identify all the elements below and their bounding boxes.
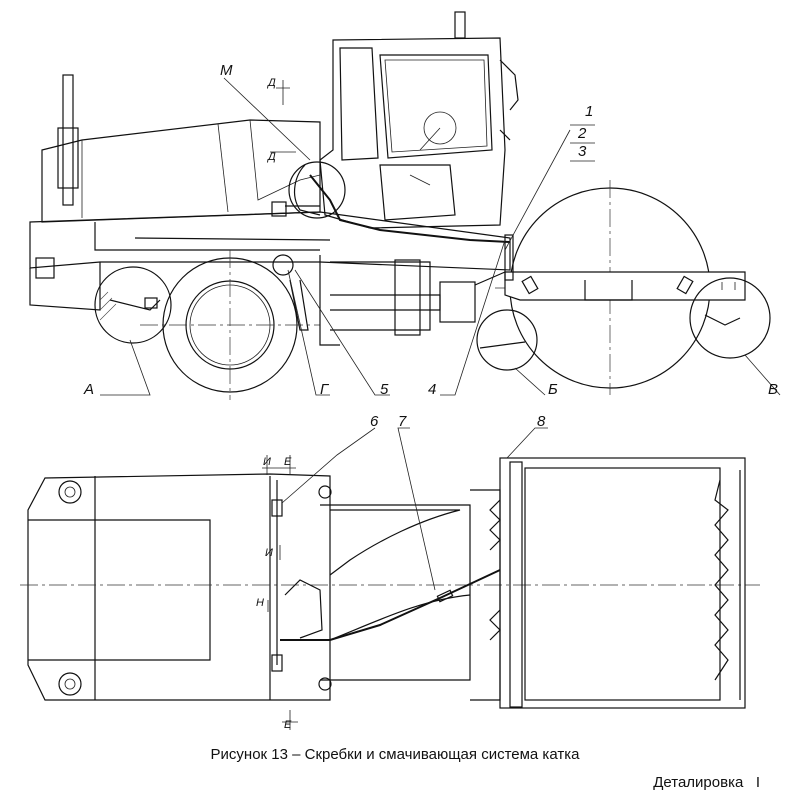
drum-frame-plan — [499, 457, 746, 709]
label-i-top: И — [263, 456, 271, 468]
label-b: Б — [548, 381, 558, 398]
label-a: А — [83, 381, 94, 398]
steering-wheel — [423, 111, 457, 145]
detail-circle-b — [476, 309, 538, 371]
label-g: Г — [320, 381, 330, 398]
scraper-teeth — [714, 479, 729, 681]
label-7: 7 — [398, 413, 407, 430]
label-d-top: Д — [266, 77, 276, 89]
plan-view-labels: И Е 6 7 8 И Н Е — [256, 413, 546, 731]
exhaust-pipe — [62, 74, 74, 206]
sprinkler-pipe-1 — [504, 234, 514, 281]
side-elevation-view — [29, 11, 781, 400]
detail-circle-m — [288, 161, 346, 219]
side-view-labels: М Д Д 1 2 3 А Г 5 4 Б В — [83, 62, 778, 398]
mount-bolt-bl — [58, 672, 82, 696]
label-8: 8 — [537, 413, 546, 430]
label-1: 1 — [585, 103, 593, 120]
engine-hood — [41, 119, 321, 223]
section-footer: Деталировка I — [653, 774, 760, 791]
cabin-door-window — [339, 47, 379, 161]
tank-valve — [272, 254, 294, 276]
drum-frame — [504, 271, 746, 301]
plan-view — [20, 427, 760, 730]
label-m: М — [220, 62, 233, 79]
label-2: 2 — [577, 125, 587, 142]
label-i-middle: И — [265, 547, 273, 559]
beacon — [454, 11, 466, 39]
detail-circle-v — [689, 277, 771, 359]
label-e-bottom: Е — [284, 719, 292, 731]
label-3: 3 — [578, 143, 587, 160]
main-frame — [29, 211, 511, 271]
drum-plan — [524, 467, 721, 701]
label-v: В — [768, 381, 778, 398]
label-n: Н — [256, 597, 264, 609]
label-d-bottom: Д — [266, 151, 276, 163]
label-6: 6 — [370, 413, 379, 430]
rear-frame-plan — [27, 473, 331, 701]
detail-circle-a — [94, 266, 172, 344]
exhaust-clamp — [57, 127, 79, 189]
water-pipe-plan — [280, 569, 501, 641]
section-title: Деталировка — [653, 774, 744, 791]
figure-caption: Рисунок 13 – Скребки и смачивающая систе… — [210, 746, 580, 763]
cabin — [319, 37, 506, 229]
label-e-top: Е — [284, 456, 292, 468]
label-4: 4 — [428, 381, 436, 398]
cabin-front-window — [379, 54, 493, 159]
mount-bolt-tl — [58, 480, 82, 504]
water-pipe-top — [309, 174, 511, 243]
section-mark: I — [755, 774, 760, 791]
label-5: 5 — [380, 381, 389, 398]
